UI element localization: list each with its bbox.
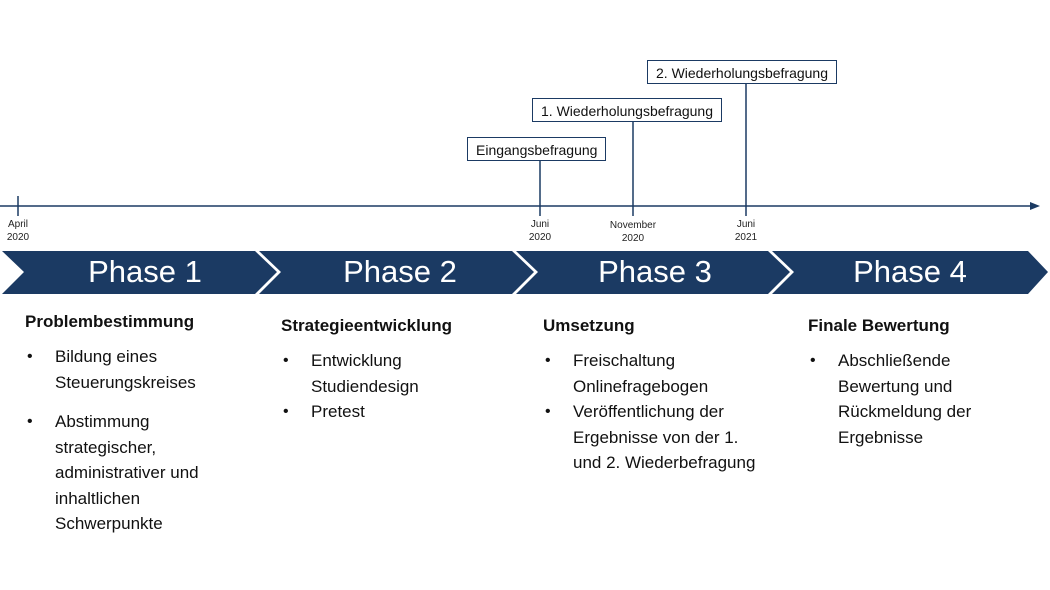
tick-label-line: 2020 <box>528 232 552 243</box>
phase-3-heading: Umsetzung <box>543 316 635 335</box>
phase-4-details: Finale Bewertung Abschließende Bewertung… <box>808 316 983 450</box>
list-item: Abschließende Bewertung und Rückmeldung … <box>808 348 983 450</box>
phase-2-details: Strategieentwicklung Entwicklung Studien… <box>281 316 481 425</box>
tick-label-line: Juni <box>736 219 756 230</box>
list-item: Veröffentlichung der Ergebnisse von der … <box>543 399 758 476</box>
phase-1-list: Bildung eines Steuerungskreises Abstimmu… <box>25 344 225 537</box>
phase-2-heading: Strategieentwicklung <box>281 316 452 335</box>
tick-label-november-2020: November 2020 <box>603 219 663 245</box>
phase-4-chevron <box>772 251 1048 294</box>
phase-1-title: Phase 1 <box>88 254 202 289</box>
phase-2-list: Entwicklung Studiendesign Pretest <box>281 348 481 425</box>
phase-4-list: Abschließende Bewertung und Rückmeldung … <box>808 348 983 450</box>
list-item: Pretest <box>281 399 481 425</box>
phase-2-chevron <box>259 251 534 294</box>
timeline-arrowhead <box>1030 202 1040 210</box>
phase-3-details: Umsetzung Freischaltung Onlinefragebogen… <box>543 316 758 476</box>
list-item: Entwicklung Studiendesign <box>281 348 481 399</box>
list-item: Freischaltung Onlinefragebogen <box>543 348 758 399</box>
phase-4-title: Phase 4 <box>853 254 967 289</box>
phase-3-list: Freischaltung Onlinefragebogen Veröffent… <box>543 348 758 476</box>
phase-1-chevron <box>2 251 277 294</box>
tick-label-line: 2021 <box>734 232 758 243</box>
phase-3-chevron <box>516 251 790 294</box>
phase-1-heading: Problembestimmung <box>25 312 195 331</box>
list-item: Bildung eines Steuerungskreises <box>25 344 225 395</box>
tick-label-juni-2021: Juni 2021 <box>716 218 776 244</box>
survey-box-eingangsbefragung: Eingangsbefragung <box>467 137 607 161</box>
tick-label-line: November <box>609 220 657 231</box>
tick-label-line: April <box>7 219 28 230</box>
phase-2-title: Phase 2 <box>343 254 457 289</box>
phase-1-details: Problembestimmung Bildung eines Steuerun… <box>25 312 225 551</box>
survey-box-1-wiederholungsbefragung: 1. Wiederholungsbefragung <box>532 98 723 122</box>
phase-4-heading: Finale Bewertung <box>808 316 950 335</box>
tick-label-juni-2020: Juni 2020 <box>510 218 570 244</box>
list-item: Abstimmung strategischer, administrative… <box>25 409 225 537</box>
tick-label-line: 2020 <box>621 233 645 244</box>
tick-label-line: 2020 <box>6 232 30 243</box>
survey-box-2-wiederholungsbefragung: 2. Wiederholungsbefragung <box>647 60 838 84</box>
tick-label-line: Juni <box>530 219 550 230</box>
phase-3-title: Phase 3 <box>598 254 712 289</box>
tick-label-april-2020: April 2020 <box>0 218 48 244</box>
